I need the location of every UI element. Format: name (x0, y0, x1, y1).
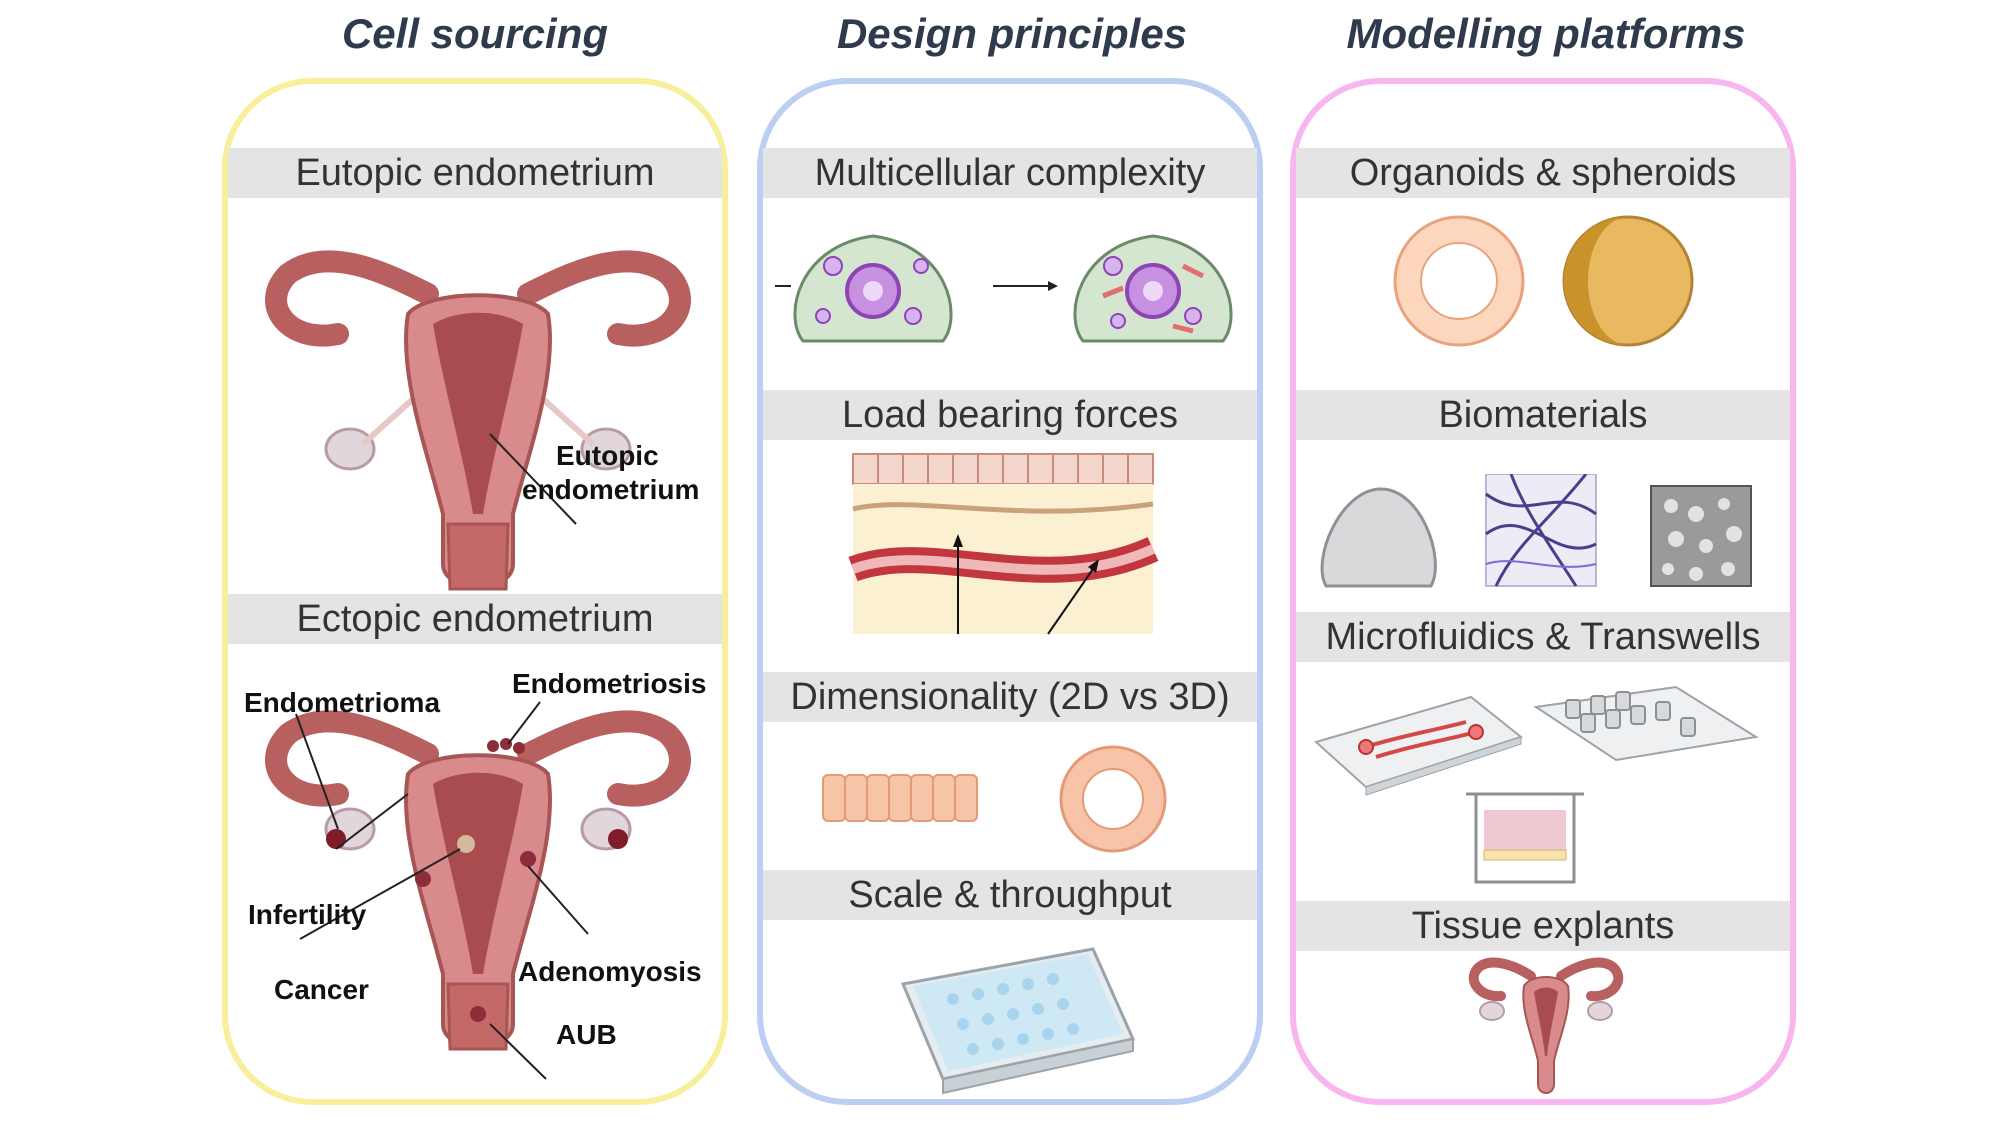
organoids-spheroids-header: Organoids & spheroids (1296, 148, 1790, 198)
dimensionality-illustration (822, 745, 1167, 853)
eutopic-label-line2: endometrium (522, 474, 700, 505)
load-bearing-forces-header: Load bearing forces (763, 390, 1257, 440)
uterus-eutopic-illustration (265, 250, 691, 591)
tissue-explants-uterus-icon (1468, 957, 1624, 1094)
ectopic-endometrium-header: Ectopic endometrium (228, 594, 722, 644)
eutopic-label-line1: Eutopic (556, 440, 659, 471)
multicellular-complexity-header: Multicellular complexity (763, 148, 1257, 198)
aub-label: AUB (556, 1019, 617, 1050)
column-title-cell-sourcing: Cell sourcing (341, 10, 609, 57)
biomaterials-header: Biomaterials (1296, 390, 1790, 440)
microfluidics-transwells-header: Microfluidics & Transwells (1296, 612, 1790, 662)
scale-throughput-header: Scale & throughput (763, 870, 1257, 920)
column-title-modelling-platforms: Modelling platforms (1346, 10, 1746, 57)
endometriosis-label: Endometriosis (512, 668, 707, 699)
dimensionality-header: Dimensionality (2D vs 3D) (763, 672, 1257, 722)
endometrioma-label: Endometrioma (244, 687, 441, 718)
organoids-spheroids-illustration (1393, 215, 1694, 347)
infertility-label: Infertility (248, 899, 367, 930)
adenomyosis-label: Adenomyosis (518, 956, 702, 987)
biomaterials-illustration (1320, 474, 1752, 588)
column-title-design-principles: Design principles (836, 10, 1188, 57)
load-bearing-forces-illustration (848, 453, 1159, 635)
scale-throughput-illustration (900, 947, 1136, 1095)
uterus-ectopic-illustration (265, 701, 691, 1080)
cell-sourcing-panel: Eutopic endometrium Eutopic endometrium … (222, 78, 728, 1105)
multicellular-complexity-illustration (775, 234, 1233, 343)
cancer-label: Cancer (274, 974, 369, 1005)
design-principles-panel: Multicellular complexity Load bearing fo… (757, 78, 1263, 1105)
microfluidics-transwells-illustration (1313, 685, 1759, 884)
modelling-platforms-panel: Organoids & spheroids Biomaterials Micro… (1290, 78, 1796, 1105)
tissue-explants-header: Tissue explants (1296, 901, 1790, 951)
eutopic-endometrium-header: Eutopic endometrium (228, 148, 722, 198)
